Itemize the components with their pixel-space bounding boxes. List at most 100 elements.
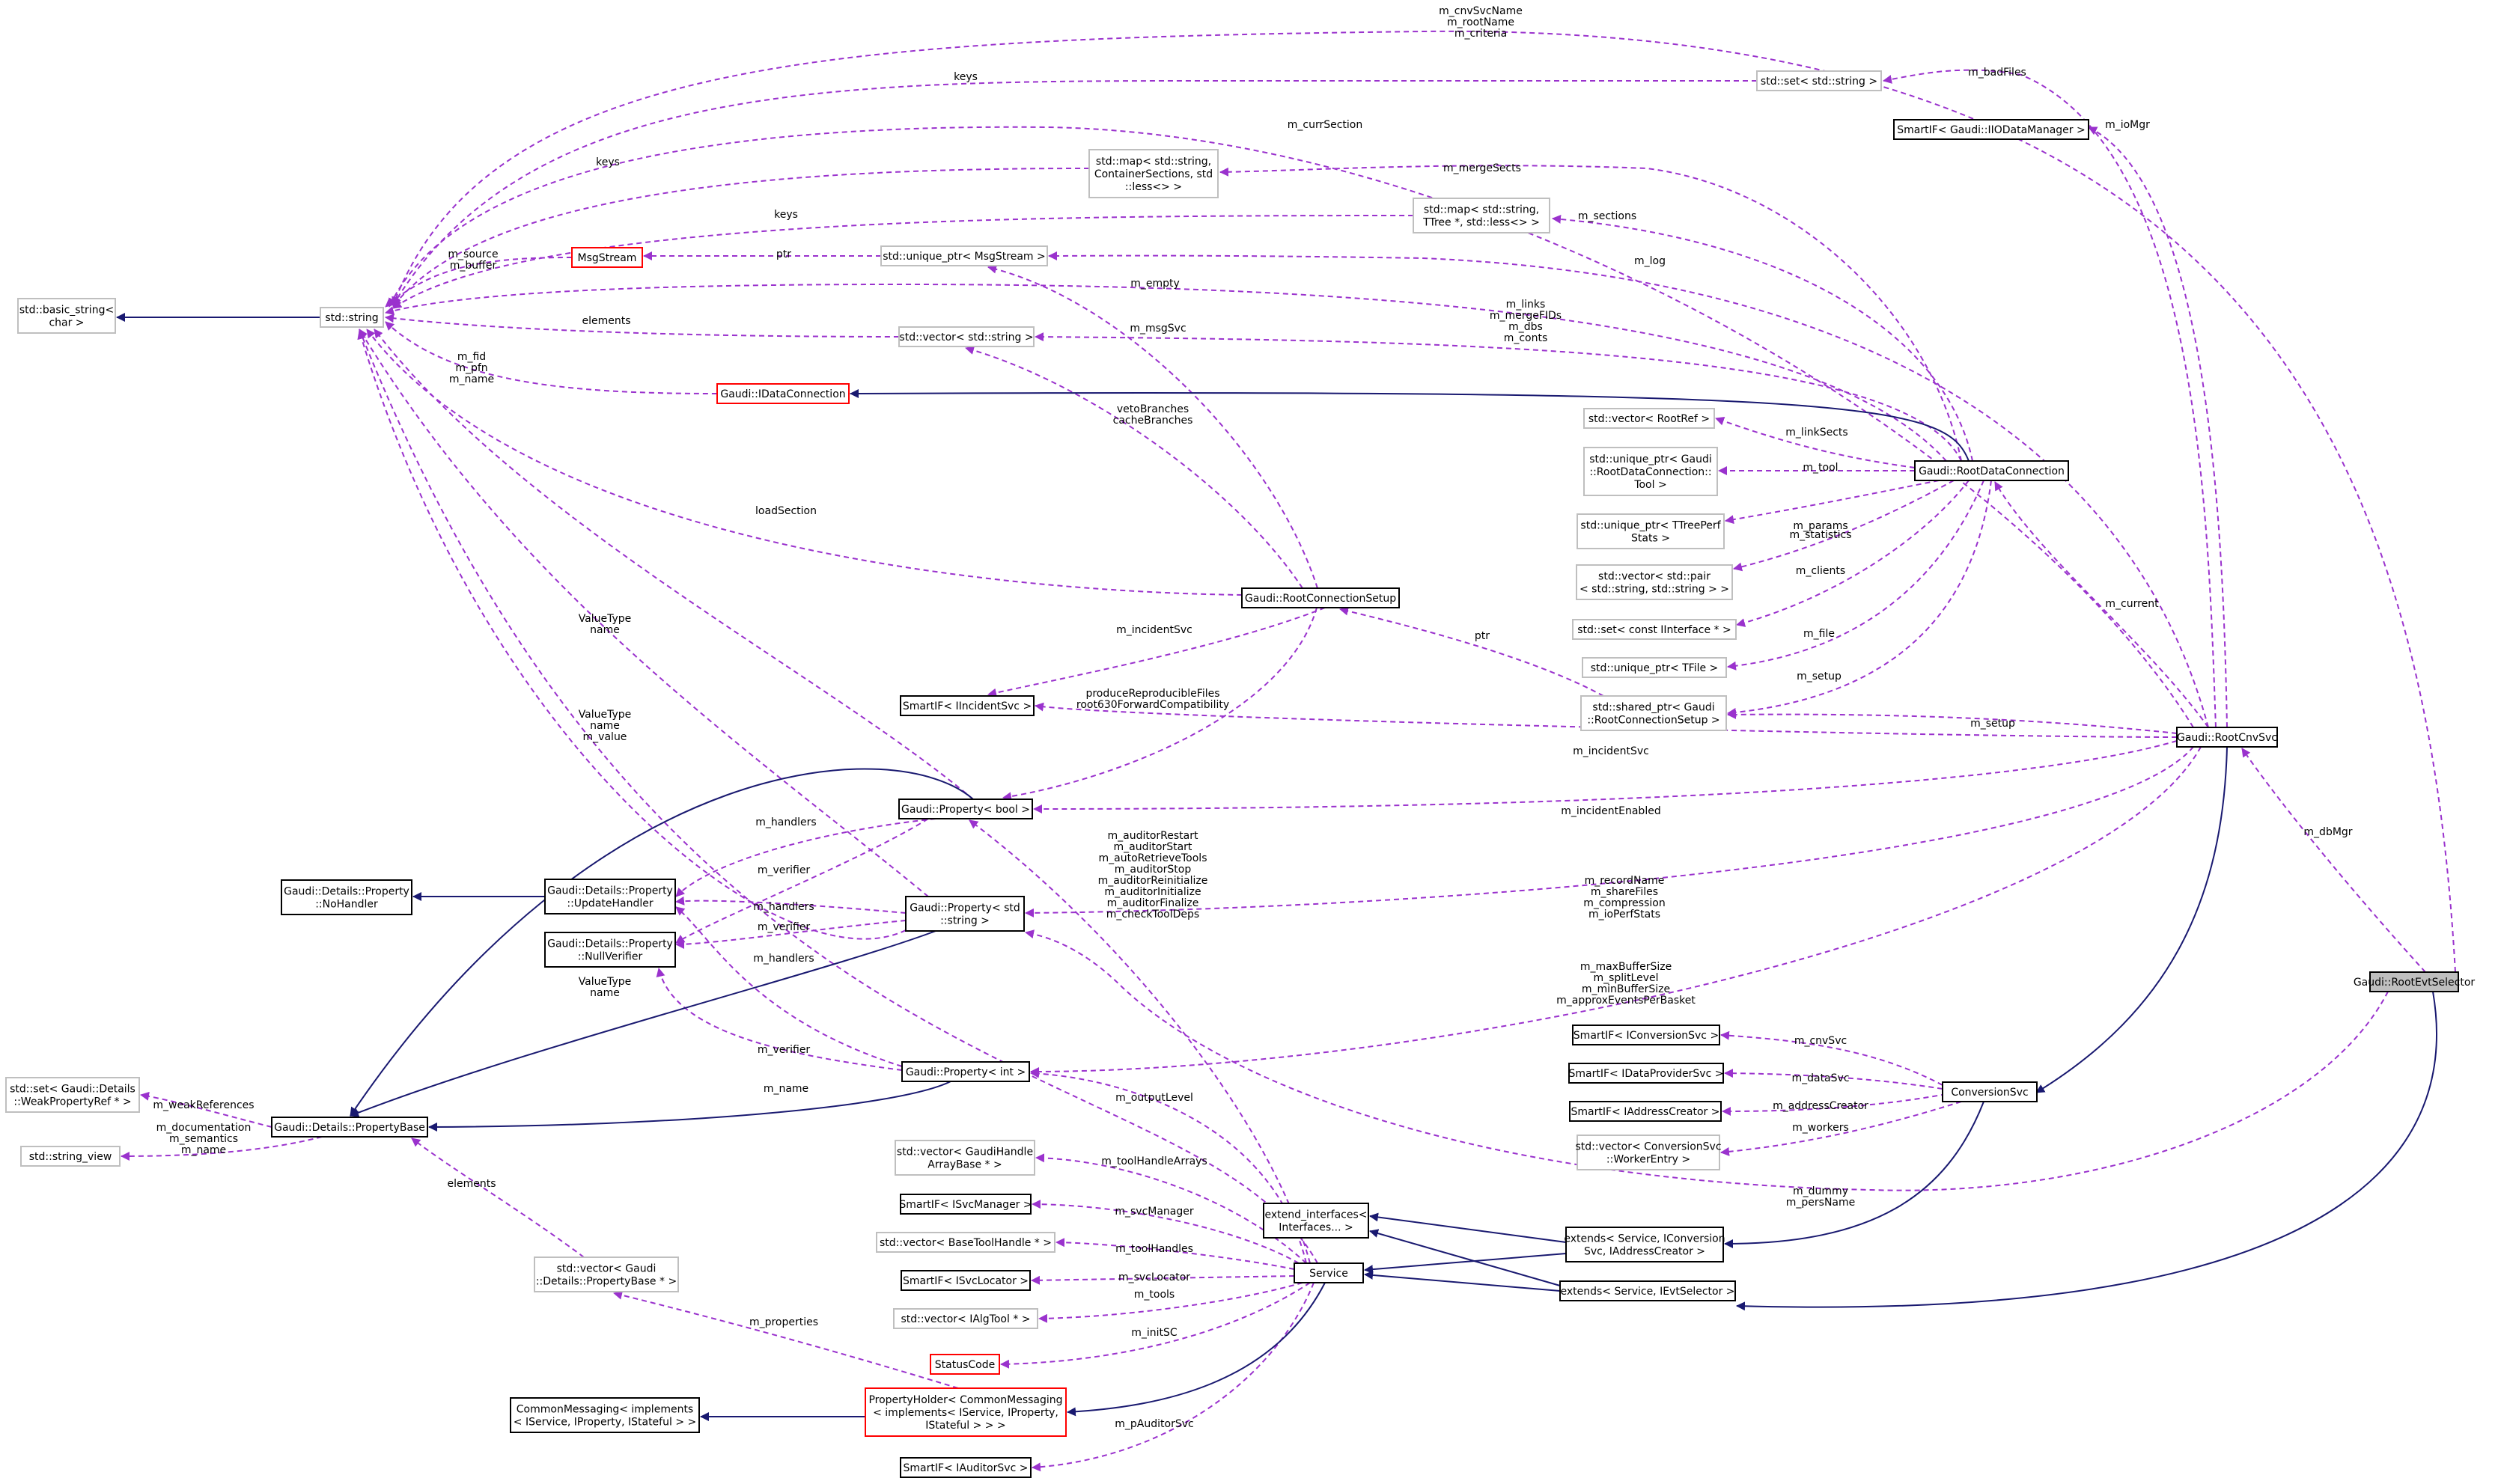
inheritance-edge (1369, 1229, 1561, 1286)
class-node-root-cnv-svc[interactable]: Gaudi::RootCnvSvc (2176, 727, 2278, 748)
class-node-common-messaging[interactable]: CommonMessaging< implements< IService, I… (510, 1397, 700, 1433)
edge-label: m_verifier (758, 921, 811, 933)
edge-label: m_verifier (758, 1044, 811, 1056)
class-node-smartif-iauditorsvc[interactable]: SmartIF< IAuditorSvc > (900, 1457, 1032, 1478)
class-node-map-containersections[interactable]: std::map< std::string,ContainerSections,… (1088, 149, 1219, 198)
class-node-conversion-svc[interactable]: ConversionSvc (1942, 1081, 2038, 1102)
usage-edge (1025, 746, 2194, 917)
class-node-extend-interfaces[interactable]: extend_interfaces<Interfaces... > (1263, 1203, 1369, 1239)
usage-edge (1030, 746, 2202, 1076)
class-node-shared-ptr-setup[interactable]: std::shared_ptr< Gaudi::RootConnectionSe… (1580, 695, 1727, 731)
node-label: Gaudi::Details::PropertyBase (274, 1122, 425, 1134)
class-node-service[interactable]: Service (1294, 1262, 1364, 1283)
class-node-property-bool[interactable]: Gaudi::Property< bool > (898, 799, 1033, 819)
class-node-smartif-iconversionsvc[interactable]: SmartIF< IConversionSvc > (1572, 1025, 1720, 1045)
class-node-status-code[interactable]: StatusCode (930, 1354, 1000, 1375)
usage-edge (140, 1091, 272, 1128)
class-node-smartif-iaddresscreator[interactable]: SmartIF< IAddressCreator > (1569, 1101, 1722, 1122)
class-node-vector-ialgtool[interactable]: std::vector< IAlgTool * > (893, 1308, 1038, 1329)
class-node-smartif-isvclocator[interactable]: SmartIF< ISvcLocator > (901, 1270, 1031, 1291)
class-node-set-iinterface[interactable]: std::set< const IInterface * > (1572, 619, 1737, 640)
inheritance-edge (350, 930, 936, 1117)
edge-label: m_currSection (1288, 119, 1363, 131)
class-node-smartif-iodatamanager[interactable]: SmartIF< Gaudi::IIODataManager > (1893, 119, 2089, 140)
class-node-std-string[interactable]: std::string (320, 307, 384, 328)
class-node-unique-ptr-msgstream[interactable]: std::unique_ptr< MsgStream > (880, 245, 1048, 266)
class-node-no-handler[interactable]: Gaudi::Details::Property::NoHandler (281, 879, 412, 915)
node-box (534, 1256, 679, 1292)
node-label: std::vector< std::string > (899, 332, 1033, 343)
usage-edge (613, 1290, 959, 1389)
node-label: extend_interfaces<Interfaces... > (1265, 1209, 1368, 1234)
node-box (716, 383, 850, 404)
node-box (1576, 564, 1733, 600)
usage-edge (1725, 480, 1940, 525)
class-node-vector-string[interactable]: std::vector< std::string > (898, 326, 1035, 347)
node-box (1572, 619, 1737, 640)
edge-label: m_name (764, 1083, 808, 1095)
class-node-gaudi-idataconnection[interactable]: Gaudi::IDataConnection (716, 383, 850, 404)
usage-edge (1720, 1030, 1943, 1086)
node-box (544, 932, 676, 968)
class-node-unique-ptr-tool[interactable]: std::unique_ptr< Gaudi::RootDataConnecti… (1583, 447, 1718, 496)
class-node-extends-ievtselector[interactable]: extends< Service, IEvtSelector > (1559, 1280, 1736, 1301)
node-box (1914, 460, 2069, 481)
class-node-root-connection-setup[interactable]: Gaudi::RootConnectionSetup (1241, 587, 1400, 608)
class-node-smartif-isvcmanager[interactable]: SmartIF< ISvcManager > (899, 1194, 1032, 1215)
class-node-unique-ptr-tfile[interactable]: std::unique_ptr< TFile > (1582, 657, 1727, 678)
class-node-vector-pair[interactable]: std::vector< std::pair< std::string, std… (1576, 564, 1733, 600)
class-node-root-evt-selector[interactable]: Gaudi::RootEvtSelector (2354, 971, 2476, 992)
edge-label: m_incidentEnabled (1561, 805, 1660, 817)
usage-edge (392, 215, 1414, 309)
class-node-set-weakpropertyref[interactable]: std::set< Gaudi::Details::WeakPropertyRe… (5, 1077, 140, 1113)
node-label: std::string (325, 312, 378, 324)
node-box (1569, 1101, 1722, 1122)
class-node-property-string[interactable]: Gaudi::Property< std::string > (905, 896, 1025, 932)
class-node-std-basic-string[interactable]: std::basic_string<char > (17, 298, 116, 334)
node-label: std::vector< RootRef > (1588, 413, 1710, 425)
node-box (901, 1270, 1031, 1291)
class-node-smartif-iincidentsvc[interactable]: SmartIF< IIncidentSvc > (900, 695, 1035, 716)
usage-edge (392, 30, 2456, 973)
class-node-smartif-idataprovidersvc[interactable]: SmartIF< IDataProviderSvc > (1568, 1063, 1724, 1084)
edge-label: m_handlers (753, 953, 814, 965)
class-node-update-handler[interactable]: Gaudi::Details::Property::UpdateHandler (544, 879, 676, 914)
class-node-set-string[interactable]: std::set< std::string > (1756, 70, 1882, 91)
usage-edge (411, 1138, 585, 1258)
edge-label: m_tool (1803, 462, 1838, 474)
node-box (1577, 513, 1725, 549)
node-label: std::basic_string<char > (19, 305, 114, 329)
node-box (930, 1354, 1000, 1375)
usage-edge (1736, 480, 1970, 627)
class-node-vector-basetoolhandle[interactable]: std::vector< BaseToolHandle * > (876, 1232, 1055, 1253)
usage-edge (1219, 165, 1962, 462)
class-node-property-int[interactable]: Gaudi::Property< int > (901, 1061, 1030, 1082)
class-node-map-ttree[interactable]: std::map< std::string,TTree *, std::less… (1413, 198, 1550, 233)
node-label: Gaudi::Property< int > (906, 1066, 1026, 1078)
edge-label: m_outputLevel (1115, 1092, 1193, 1104)
inheritance-edge (428, 1081, 951, 1132)
class-node-property-holder[interactable]: PropertyHolder< CommonMessaging< impleme… (865, 1387, 1067, 1437)
class-node-vector-propertybase[interactable]: std::vector< Gaudi::Details::PropertyBas… (534, 1256, 679, 1292)
node-box (1893, 119, 2089, 140)
class-node-root-data-connection[interactable]: Gaudi::RootDataConnection (1914, 460, 2069, 481)
usage-edge (1055, 1238, 1295, 1270)
class-node-vector-workerentry[interactable]: std::vector< ConversionSvc::WorkerEntry … (1575, 1135, 1722, 1170)
class-node-null-verifier[interactable]: Gaudi::Details::Property::NullVerifier (544, 932, 676, 968)
usage-edge (1733, 480, 1955, 572)
edge-label: m_incidentSvc (1116, 624, 1192, 636)
class-node-vector-rootref[interactable]: std::vector< RootRef > (1583, 408, 1715, 429)
edge-label: keys (596, 156, 620, 168)
class-node-msg-stream[interactable]: MsgStream (571, 247, 643, 268)
class-node-string-view[interactable]: std::string_view (20, 1146, 121, 1167)
class-node-property-base[interactable]: Gaudi::Details::PropertyBase (271, 1117, 428, 1138)
usage-edge (1031, 1275, 1295, 1285)
